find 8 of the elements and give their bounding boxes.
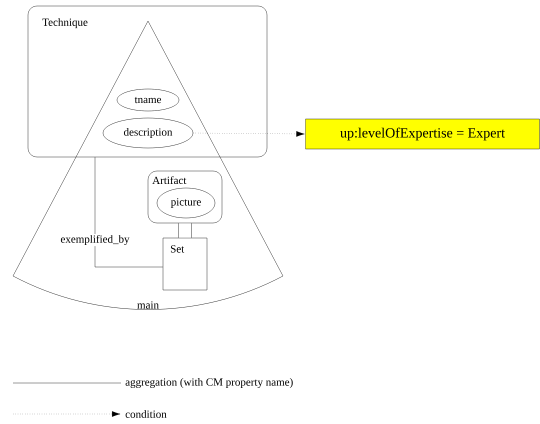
edge-label: exemplified_by [59, 234, 131, 246]
set-box: Set [162, 238, 208, 290]
legend-text: condition [126, 410, 167, 418]
condition-box: up:levelOfExpertise = Expert [305, 118, 540, 150]
aggregation-line [178, 223, 192, 238]
aggregation-line [94, 157, 163, 268]
legend-text: aggregation (with CM property name) [126, 378, 293, 388]
condition-arrow [193, 131, 305, 137]
